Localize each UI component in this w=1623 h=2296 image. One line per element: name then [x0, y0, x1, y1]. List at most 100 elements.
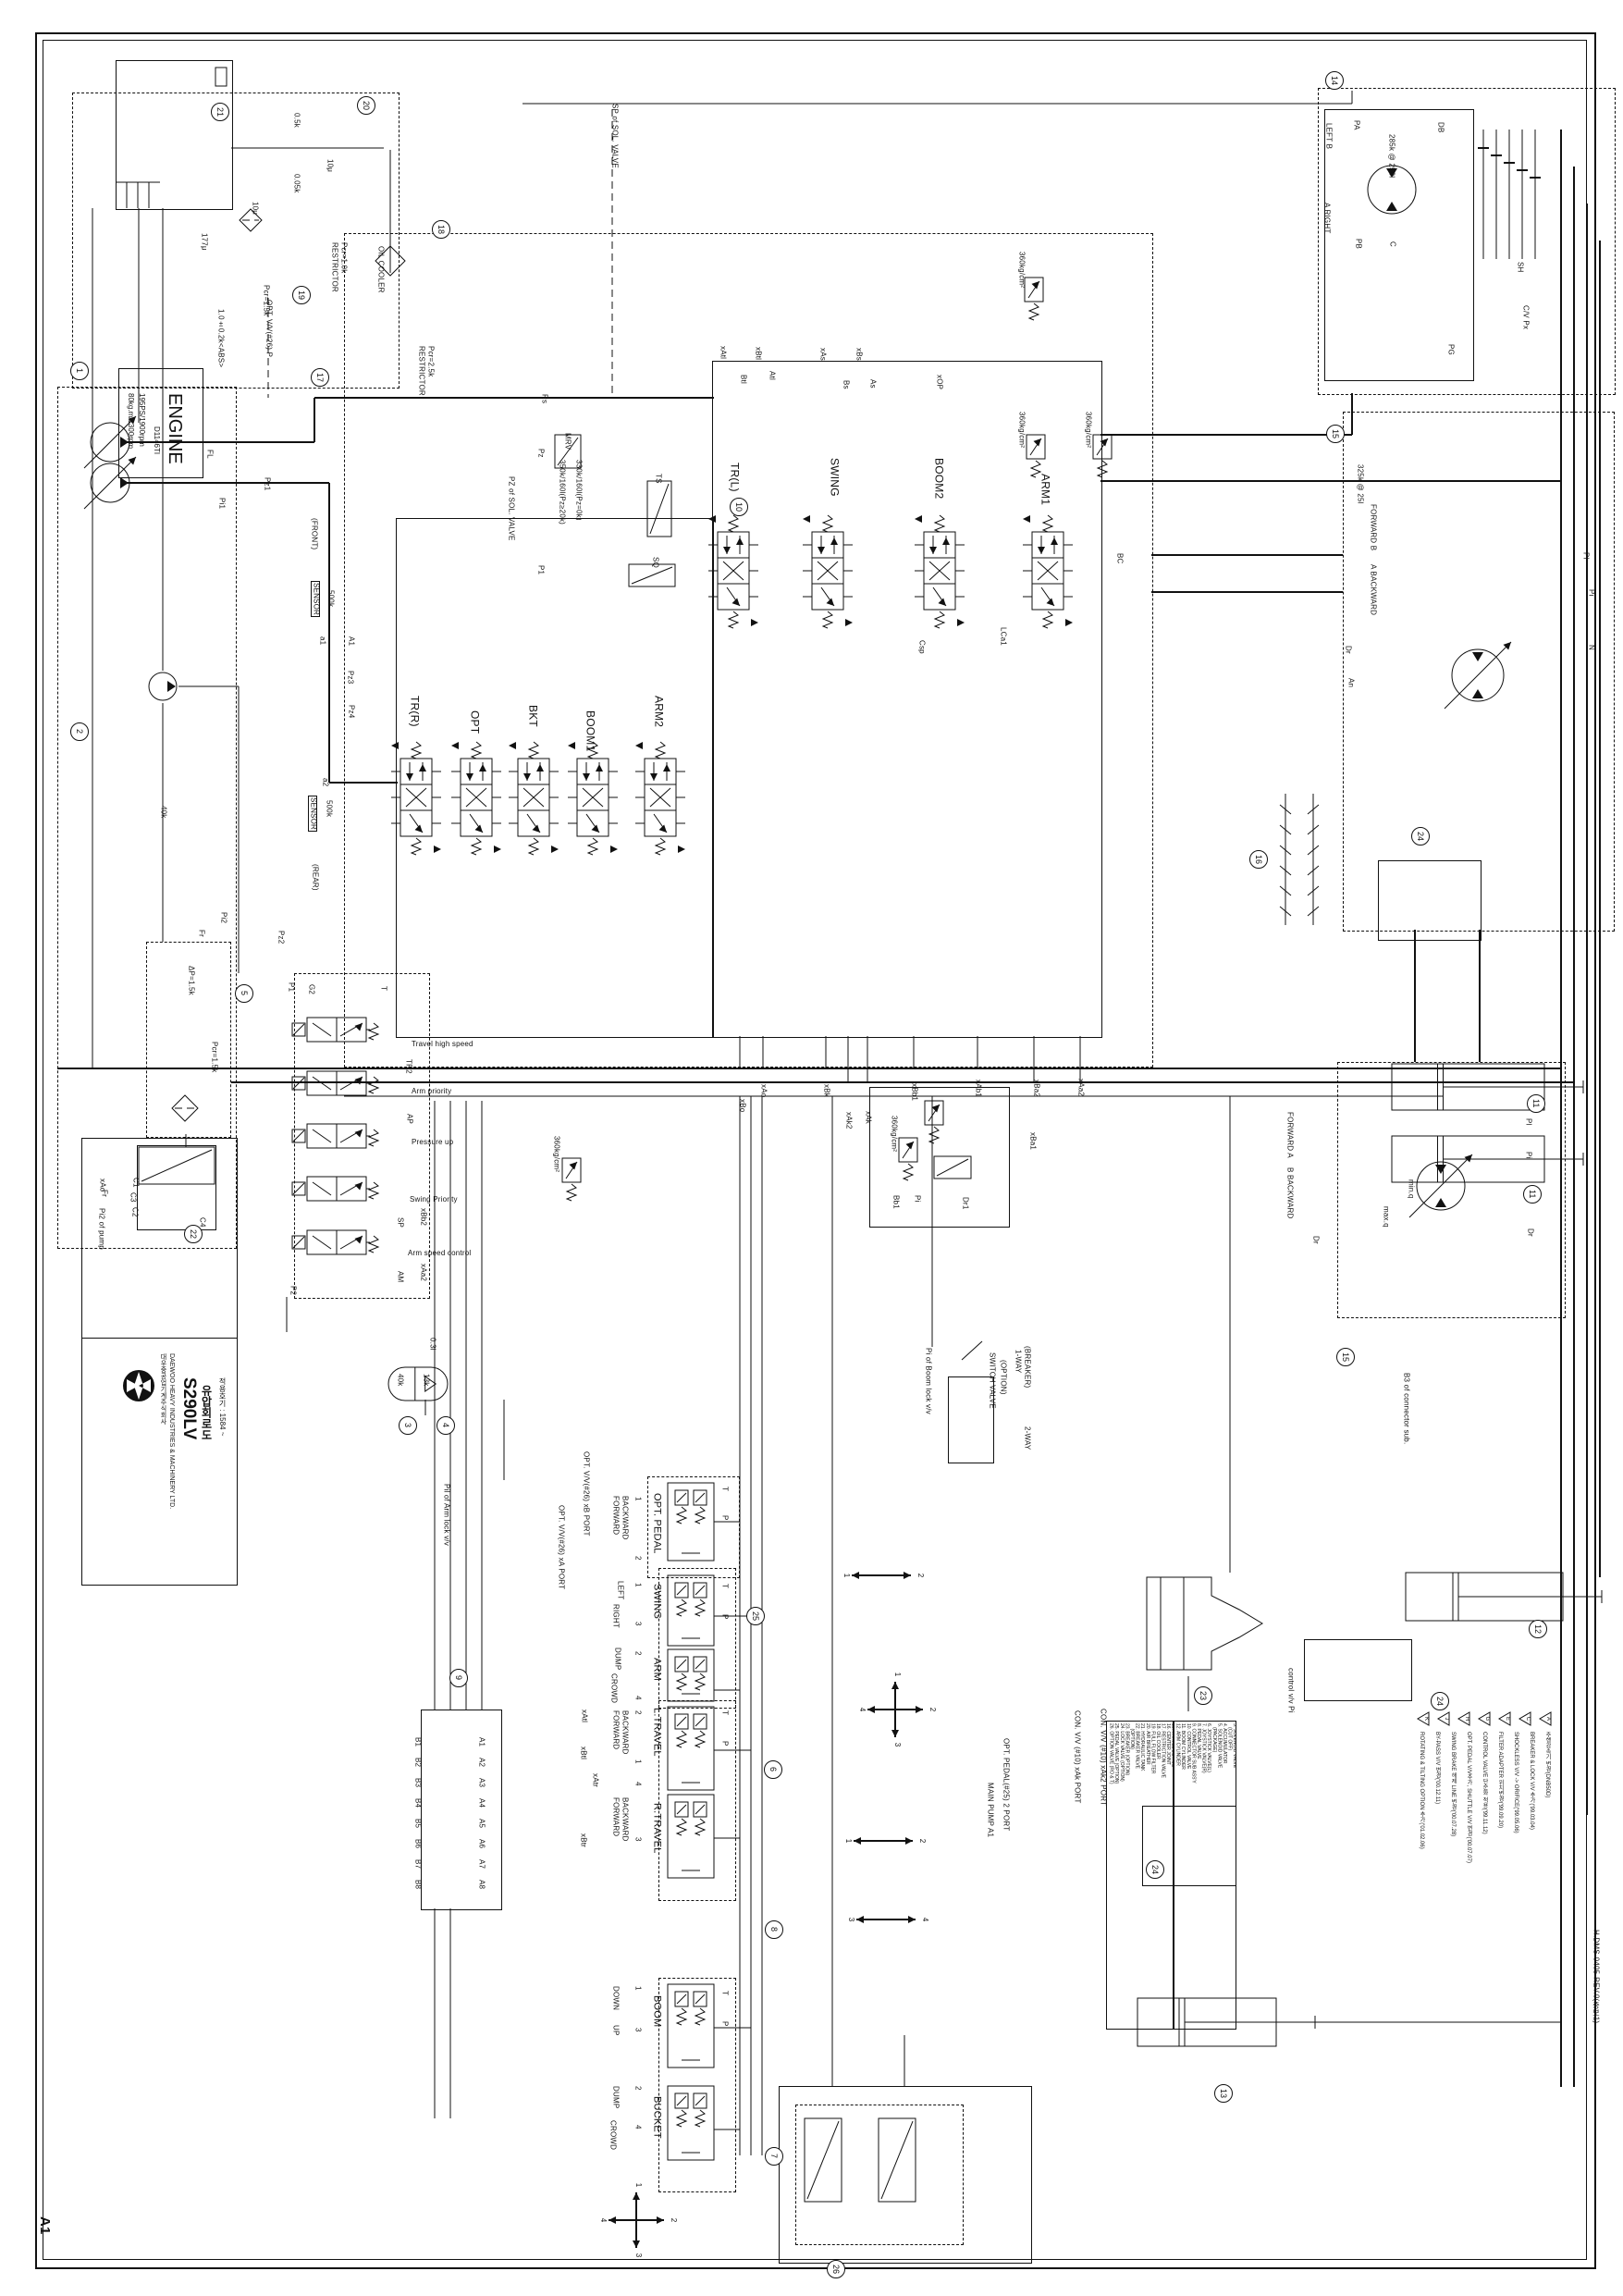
schematic-label: P — [720, 1515, 730, 1521]
schematic-label: 13k — [422, 1374, 431, 1387]
schematic-label: FORWARD — [611, 1797, 621, 1837]
part-balloon-22: 22 — [184, 1225, 203, 1243]
schematic-label: Btl — [739, 375, 748, 384]
svg-text:3: 3 — [634, 2253, 643, 2258]
schematic-label: SH — [1516, 262, 1525, 273]
schematic-label: DB — [1436, 122, 1445, 133]
schematic-label: PB — [1354, 239, 1363, 250]
schematic-label: ARM2 — [652, 696, 666, 728]
part-balloon-3: 3 — [399, 1416, 417, 1435]
schematic-label: FORWARD — [611, 1496, 621, 1536]
part-balloon-21: 21 — [211, 103, 229, 121]
schematic-label: 350k/160l(Pz≥20k) — [558, 460, 567, 525]
schematic-label: a1 — [318, 636, 327, 646]
schematic-label: An — [1346, 678, 1356, 688]
schematic-label: LEFT B — [1324, 123, 1334, 150]
schematic-label: SENSOR — [308, 796, 318, 832]
schematic-label: xAtl — [719, 346, 728, 360]
component-box — [1318, 88, 1616, 395]
svg-text:1: 1 — [844, 1839, 853, 1844]
daewoo-logo — [123, 1370, 154, 1401]
component-box — [1378, 860, 1482, 941]
schematic-label: Bs — [842, 380, 851, 389]
svg-text:G: G — [1484, 1717, 1490, 1722]
schematic-label: 285k @ 250l — [1387, 134, 1396, 179]
part-balloon-15: 15 — [1326, 425, 1345, 443]
schematic-label: xBk — [822, 1084, 831, 1097]
schematic-label: 1 — [633, 1583, 643, 1587]
component-box — [869, 1087, 1010, 1228]
schematic-label: A BACKWARD — [1369, 564, 1378, 616]
schematic-label: 2 — [633, 2086, 643, 2091]
schematic-label: CON. V/V (#10) xAk PORT — [1073, 1710, 1082, 1804]
engine-name: ENGINE — [165, 393, 185, 464]
schematic-label: B BACKWARD — [1285, 1167, 1295, 1219]
schematic-label: Pcr=2.5k — [426, 346, 436, 377]
schematic-label: 10μ — [326, 159, 335, 173]
schematic-label: xAo — [759, 1084, 768, 1098]
schematic-label: FORWARD B — [1369, 504, 1378, 551]
schematic-label: 3 — [633, 1837, 643, 1842]
schematic-label: Pcr=1.0k — [339, 242, 349, 274]
schematic-label: A2 — [477, 1758, 486, 1768]
schematic-label: P — [720, 2021, 730, 2027]
schematic-label: SWING — [828, 458, 842, 497]
part-balloon-24: 24 — [1146, 1860, 1164, 1879]
sheet-size-label: A1 — [36, 2216, 53, 2235]
schematic-label: L.TRAVEL — [651, 1708, 663, 1757]
model-name: S290LV — [179, 1377, 199, 1440]
schematic-label: 0.5k — [292, 113, 301, 128]
part-balloon-6: 6 — [764, 1760, 782, 1779]
component-box — [344, 233, 1153, 1068]
engine-block: 80kg.m/1300rpm 195PS/1900rpm D1146TI ENG… — [118, 368, 203, 478]
schematic-label: Travel high speed — [412, 1040, 473, 1048]
component-box — [116, 60, 233, 210]
schematic-label: OPT. V/V(#26) xA PORT — [557, 1505, 566, 1590]
schematic-label: 2 — [633, 1651, 643, 1656]
component-box — [294, 973, 430, 1299]
schematic-label: Pz1 — [263, 477, 272, 491]
parts-list-items-13-26: 13. BUCKET CYLINDER 14. SWING DEVICE 15.… — [1106, 1721, 1174, 2030]
schematic-label: SP — [396, 1217, 405, 1228]
schematic-label: BOOM2 — [932, 458, 946, 500]
schematic-label: P — [720, 1614, 730, 1620]
schematic-label: As — [868, 379, 878, 389]
component-box — [396, 518, 714, 1038]
schematic-label: AP — [405, 1114, 414, 1125]
schematic-label: 360kg/cm² — [552, 1136, 561, 1173]
schematic-label: A8 — [477, 1880, 486, 1890]
svg-text:E: E — [1505, 1717, 1510, 1721]
schematic-label: Pl — [1581, 552, 1591, 560]
schematic-label: C3 — [129, 1192, 138, 1203]
parts-list-items-1-12: 1. PUMP 2. PILOT FILTER 3. SOLENOID VALV… — [1173, 1721, 1236, 2030]
document-number: H.DMS-0405-REV.0(증보1) — [1592, 1930, 1601, 2024]
svg-text:A: A — [1545, 1717, 1551, 1721]
schematic-label: SP of SOL. VALVE — [610, 104, 620, 168]
schematic-label: Dr1 — [961, 1197, 970, 1210]
part-balloon-7: 7 — [765, 2147, 783, 2166]
schematic-label: A7 — [477, 1859, 486, 1870]
schematic-label: Pil of Arm lock v/v — [442, 1484, 451, 1546]
part-balloon-8: 8 — [765, 1920, 783, 1939]
schematic-label: xBtl — [754, 347, 763, 361]
schematic-label: xAb1 — [974, 1080, 983, 1098]
component-box — [712, 361, 1102, 1038]
schematic-label: xBo — [738, 1099, 747, 1113]
component-box — [1304, 1639, 1412, 1701]
title-block: 대우중공업기계주식회사 DAEWOO HEAVY INDUSTRIES & MA… — [81, 1138, 238, 1586]
schematic-label: PZ of SOL. VALVE — [507, 476, 516, 541]
schematic-label: BKT — [526, 705, 540, 727]
component-box — [658, 1700, 736, 1901]
svg-text:4: 4 — [599, 2218, 608, 2223]
schematic-label: 360kg/cm² — [1017, 412, 1027, 449]
schematic-label: TS — [654, 474, 663, 484]
component-box — [658, 1978, 736, 2192]
schematic-label: OIL COOLER — [376, 246, 386, 293]
component-box — [948, 1376, 994, 1463]
schematic-label: xBa1 — [1028, 1132, 1038, 1151]
svg-text:3: 3 — [847, 1918, 855, 1922]
schematic-label: A3 — [477, 1778, 486, 1788]
schematic-label: 360kg/cm² — [1084, 412, 1093, 449]
svg-text:1: 1 — [893, 1673, 902, 1677]
